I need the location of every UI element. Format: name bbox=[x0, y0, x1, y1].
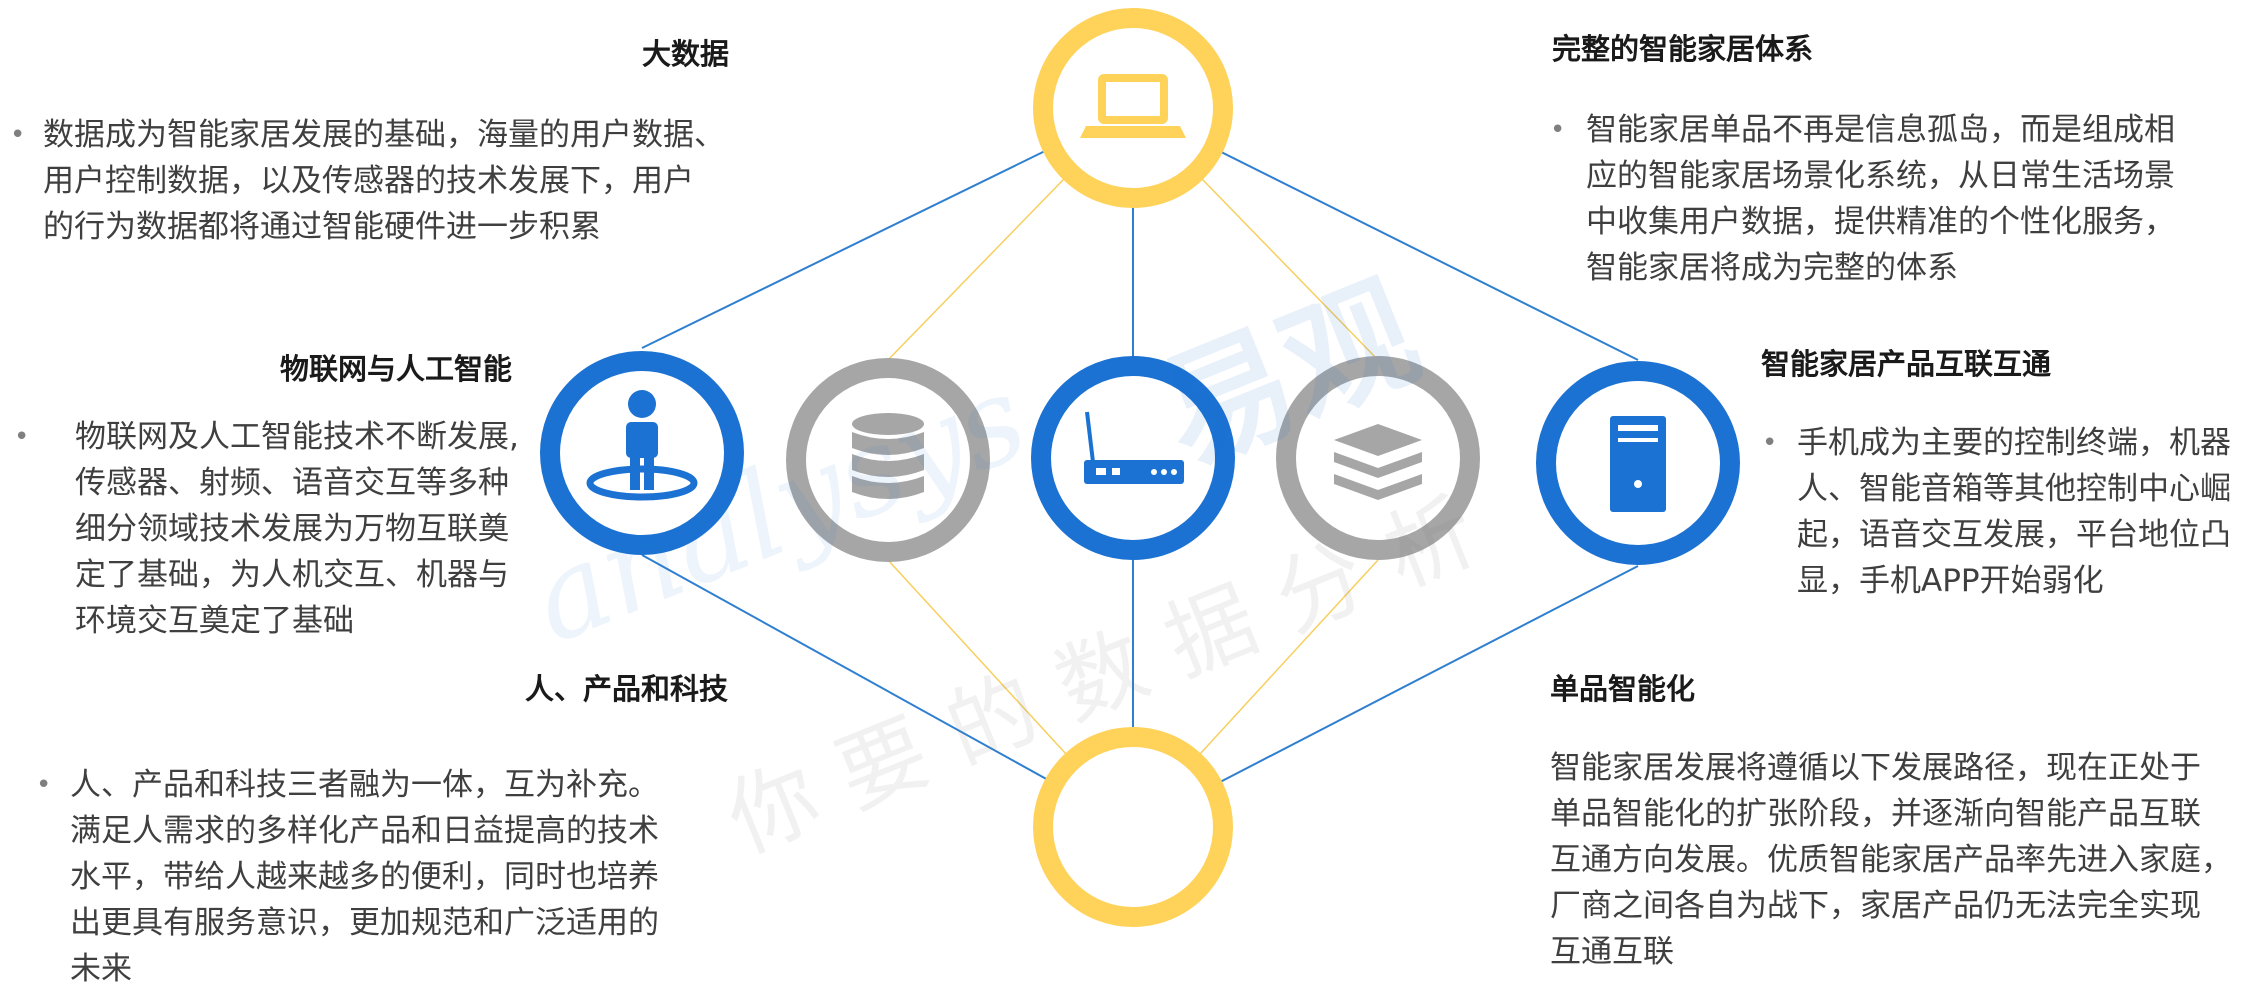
inner-right-node bbox=[1276, 356, 1480, 560]
bottom-node bbox=[1033, 727, 1233, 927]
iot-ai-line: 物联网及人工智能技术不断发展, bbox=[75, 419, 519, 455]
single-product-line: 单品智能化的扩张阶段，并逐渐向智能产品互联 bbox=[1550, 796, 2201, 832]
complete-system-line: 应的智能家居场景化系统，从日常生活场景 bbox=[1586, 158, 2175, 194]
iot-ai-line: 定了基础，为人机交互、机器与 bbox=[75, 557, 509, 593]
interconnection-title: 智能家居产品互联互通 bbox=[1761, 347, 2052, 381]
people-products-tech-bullet: • bbox=[36, 770, 52, 800]
single-product-line: 智能家居发展将遵循以下发展路径，现在正处于 bbox=[1550, 750, 2201, 786]
laptop-icon bbox=[1080, 74, 1186, 138]
interconnection-line: 手机成为主要的控制终端，机器 bbox=[1797, 425, 2231, 461]
complete-system-text: 智能家居单品不再是信息孤岛，而是组成相 应的智能家居场景化系统，从日常生活场景 … bbox=[1586, 107, 2175, 291]
left-node bbox=[540, 351, 744, 555]
iot-ai-bullet: • bbox=[14, 422, 30, 452]
iot-ai-line: 细分领域技术发展为万物互联奠 bbox=[75, 511, 509, 547]
router-icon bbox=[1084, 411, 1184, 484]
iot-ai-title: 物联网与人工智能 bbox=[280, 352, 513, 386]
person-icon bbox=[586, 390, 698, 501]
big-data-line: 用户控制数据，以及传感器的技术发展下，用户 bbox=[43, 163, 694, 199]
inner-left-node bbox=[786, 358, 990, 562]
interconnection-line: 显，手机APP开始弱化 bbox=[1797, 563, 2104, 599]
complete-system-line: 中收集用户数据，提供精准的个性化服务， bbox=[1586, 204, 2175, 240]
complete-system-line: 智能家居单品不再是信息孤岛，而是组成相 bbox=[1586, 112, 2175, 148]
center-node bbox=[1031, 356, 1235, 560]
server-icon bbox=[1610, 416, 1666, 512]
interconnection-text: 手机成为主要的控制终端，机器 人、智能音箱等其他控制中心崛 起，语音交互发展，平… bbox=[1797, 420, 2231, 604]
complete-system-bullet: • bbox=[1550, 115, 1566, 145]
people-products-tech-line: 水平，带给人越来越多的便利，同时也培养 bbox=[70, 859, 659, 895]
big-data-title: 大数据 bbox=[642, 37, 730, 71]
single-product-line: 互通方向发展。优质智能家居产品率先进入家庭， bbox=[1550, 842, 2232, 878]
people-products-tech-line: 满足人需求的多样化产品和日益提高的技术 bbox=[70, 813, 659, 849]
people-products-tech-line: 出更具有服务意识，更加规范和广泛适用的 bbox=[70, 905, 659, 941]
iot-ai-line: 环境交互奠定了基础 bbox=[75, 603, 354, 639]
interconnection-line: 起，语音交互发展，平台地位凸 bbox=[1797, 517, 2231, 553]
single-product-line: 互通互联 bbox=[1550, 934, 1674, 970]
big-data-line: 的行为数据都将通过智能硬件进一步积累 bbox=[43, 209, 601, 245]
big-data-text: 数据成为智能家居发展的基础，海量的用户数据、 用户控制数据，以及传感器的技术发展… bbox=[43, 112, 725, 250]
right-node bbox=[1536, 361, 1740, 565]
iot-ai-text: 物联网及人工智能技术不断发展, 传感器、射频、语音交互等多种 细分领域技术发展为… bbox=[75, 414, 519, 644]
complete-system-title: 完整的智能家居体系 bbox=[1552, 32, 1814, 66]
layers-icon bbox=[1334, 424, 1422, 500]
people-products-tech-line: 未来 bbox=[70, 951, 132, 987]
people-products-tech-line: 人、产品和科技三者融为一体，互为补充。 bbox=[70, 767, 659, 803]
big-data-line: 数据成为智能家居发展的基础，海量的用户数据、 bbox=[43, 117, 725, 153]
single-product-line: 厂商之间各自为战下，家居产品仍无法完全实现 bbox=[1550, 888, 2201, 924]
single-product-title: 单品智能化 bbox=[1550, 672, 1696, 706]
top-node bbox=[1033, 8, 1233, 208]
big-data-bullet: • bbox=[10, 120, 26, 150]
complete-system-line: 智能家居将成为完整的体系 bbox=[1586, 250, 1958, 286]
single-product-text: 智能家居发展将遵循以下发展路径，现在正处于 单品智能化的扩张阶段，并逐渐向智能产… bbox=[1550, 745, 2232, 975]
iot-ai-line: 传感器、射频、语音交互等多种 bbox=[75, 465, 509, 501]
interconnection-bullet: • bbox=[1762, 428, 1778, 458]
database-icon bbox=[852, 413, 924, 499]
interconnection-line: 人、智能音箱等其他控制中心崛 bbox=[1797, 471, 2231, 507]
people-products-tech-text: 人、产品和科技三者融为一体，互为补充。 满足人需求的多样化产品和日益提高的技术 … bbox=[70, 762, 659, 992]
people-products-tech-title: 人、产品和科技 bbox=[525, 672, 729, 706]
